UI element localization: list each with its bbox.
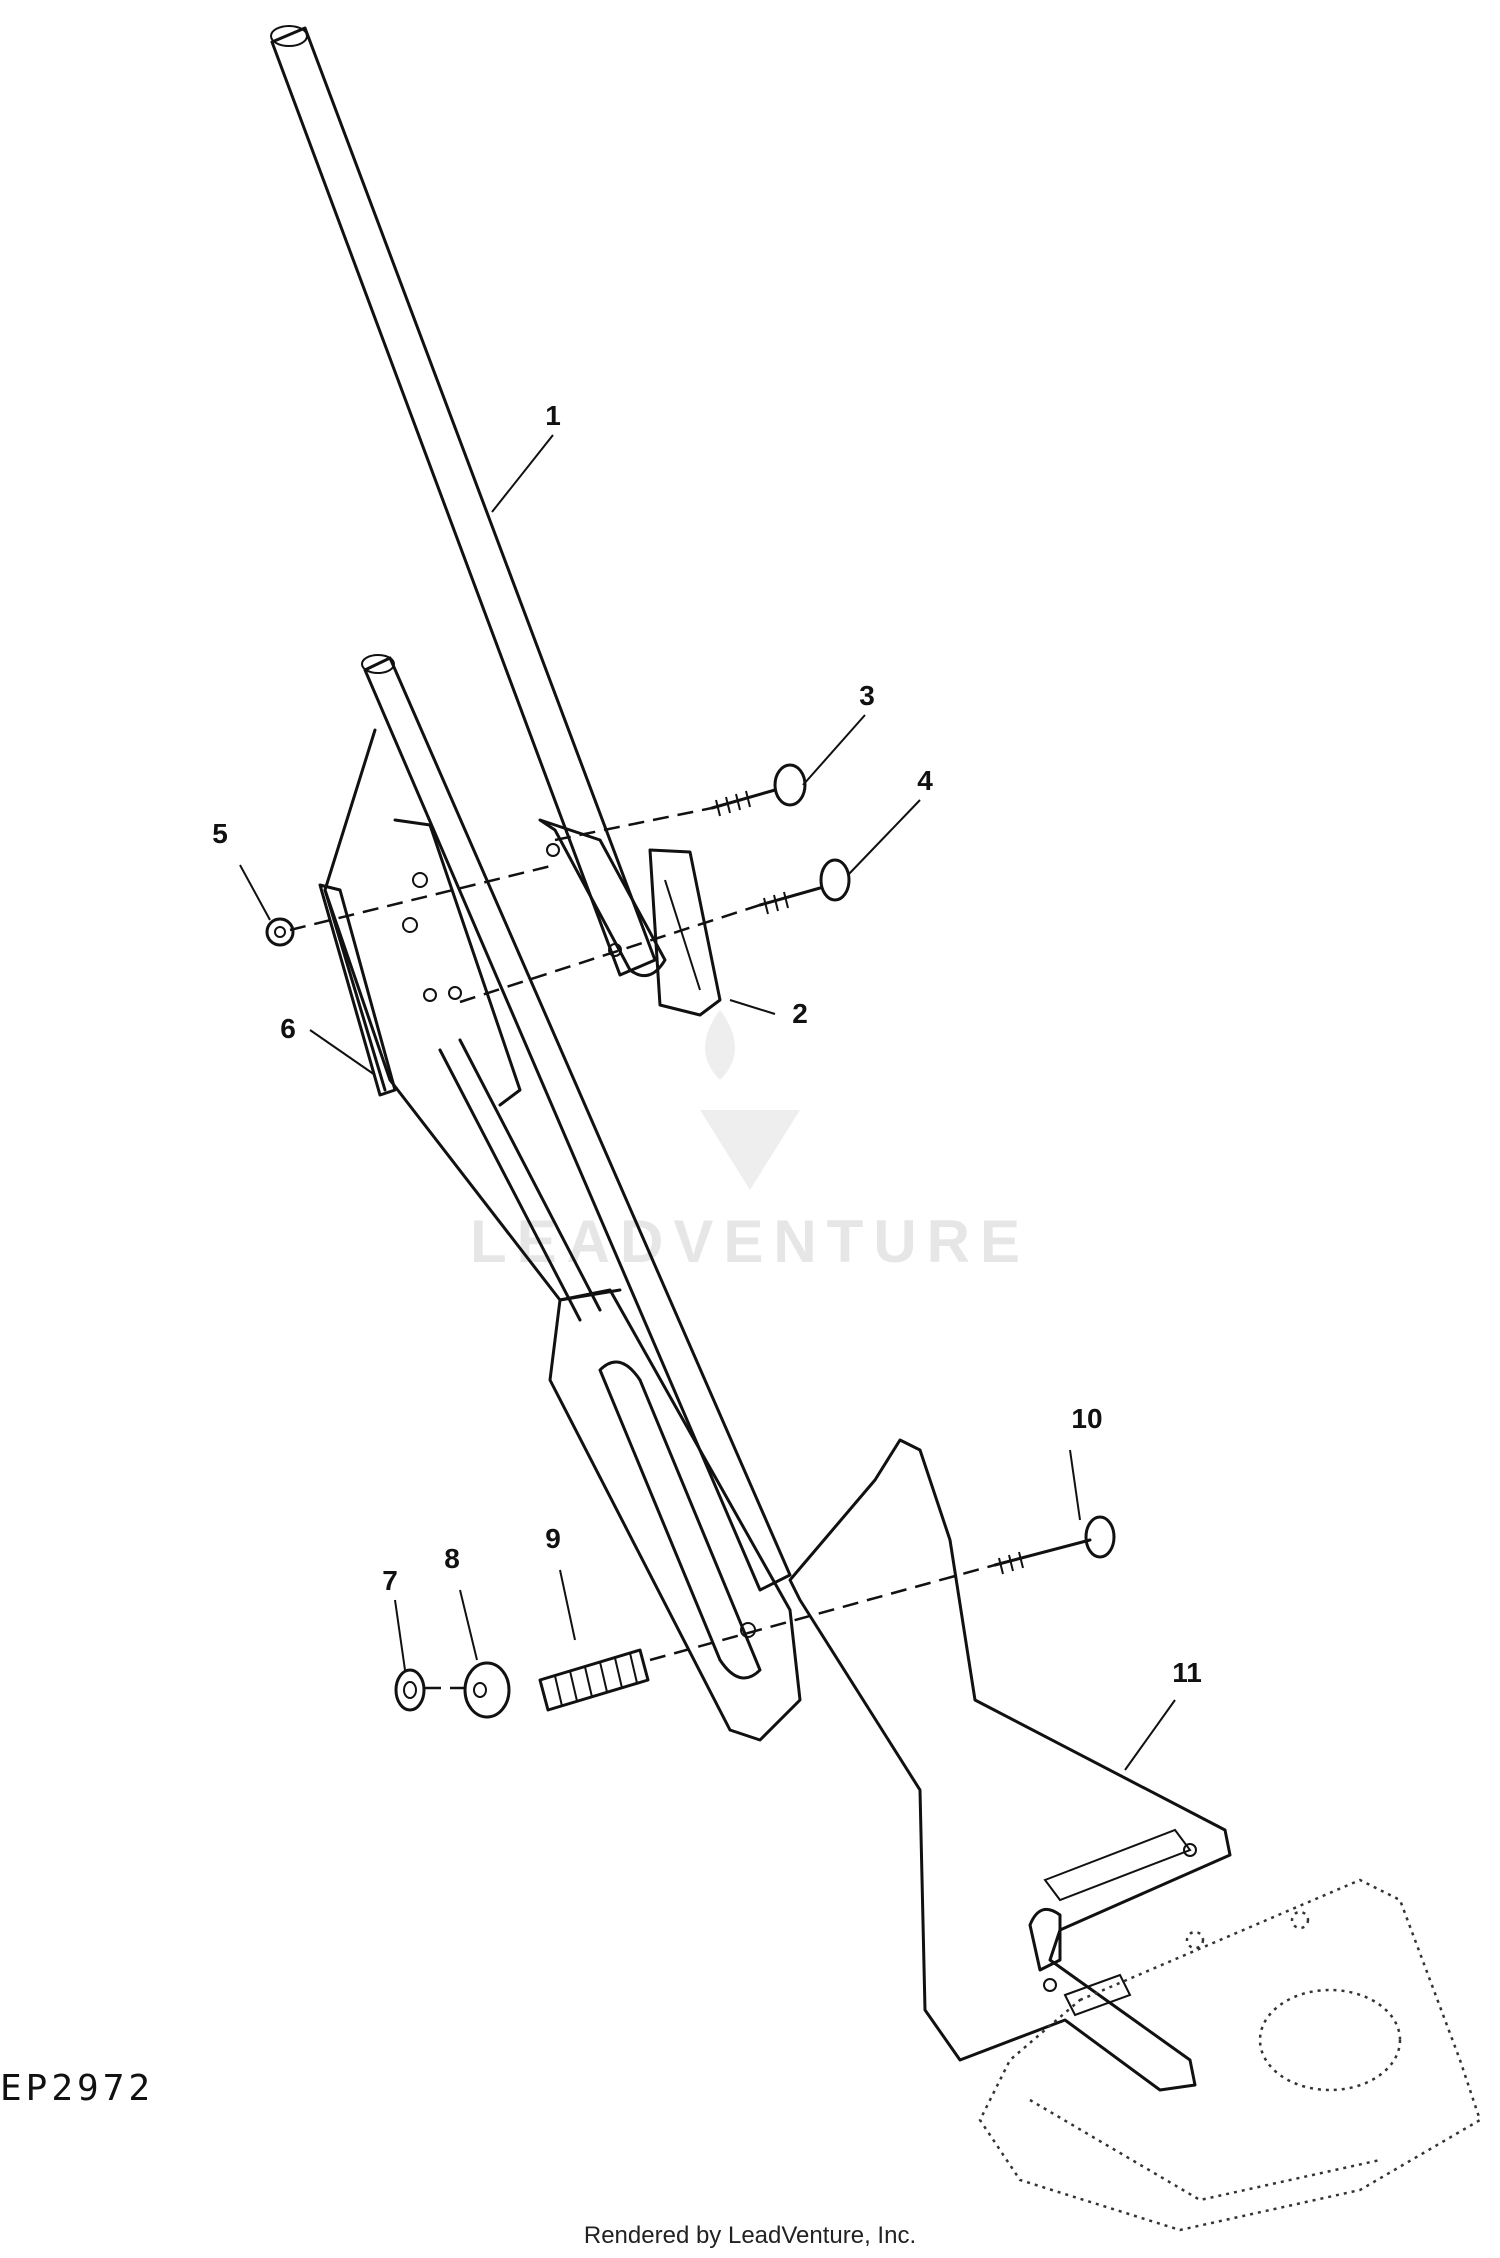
part-11-bracket bbox=[788, 1438, 1232, 2092]
watermark-text: LEADVENTURE bbox=[470, 1208, 1030, 1275]
part-10-bolt bbox=[993, 1515, 1116, 1575]
callout-7: 7 bbox=[382, 1565, 398, 1596]
part-4-bolt bbox=[758, 858, 851, 915]
callout-3: 3 bbox=[859, 680, 875, 711]
alignment-lines bbox=[289, 806, 996, 1690]
part-3-bolt bbox=[710, 763, 807, 817]
callout-1: 1 bbox=[545, 400, 561, 431]
part-1-lever-rod bbox=[270, 25, 667, 978]
leader-lines bbox=[239, 434, 1176, 1771]
callout-4: 4 bbox=[917, 765, 933, 796]
callouts: 1 2 3 4 5 6 7 8 9 10 11 bbox=[212, 400, 1202, 1688]
part-5-nut bbox=[265, 917, 295, 947]
part-8-washer bbox=[463, 1661, 511, 1719]
callout-2: 2 bbox=[792, 998, 808, 1029]
part-9-spring bbox=[538, 1648, 650, 1712]
callout-9: 9 bbox=[545, 1523, 561, 1554]
part-2-clip bbox=[648, 848, 722, 1017]
callout-10: 10 bbox=[1071, 1403, 1102, 1434]
part-7-nut bbox=[394, 1668, 426, 1712]
part-6-frame bbox=[318, 654, 802, 1742]
watermark: LEADVENTURE bbox=[470, 1010, 1030, 1275]
engine-base-outline bbox=[978, 1878, 1482, 2232]
callout-8: 8 bbox=[444, 1543, 460, 1574]
render-credit: Rendered by LeadVenture, Inc. bbox=[583, 2222, 917, 2249]
callout-11: 11 bbox=[1172, 1657, 1202, 1688]
callout-6: 6 bbox=[280, 1013, 296, 1044]
figure-code: EP2972 bbox=[0, 2068, 155, 2109]
callout-5: 5 bbox=[212, 818, 228, 849]
